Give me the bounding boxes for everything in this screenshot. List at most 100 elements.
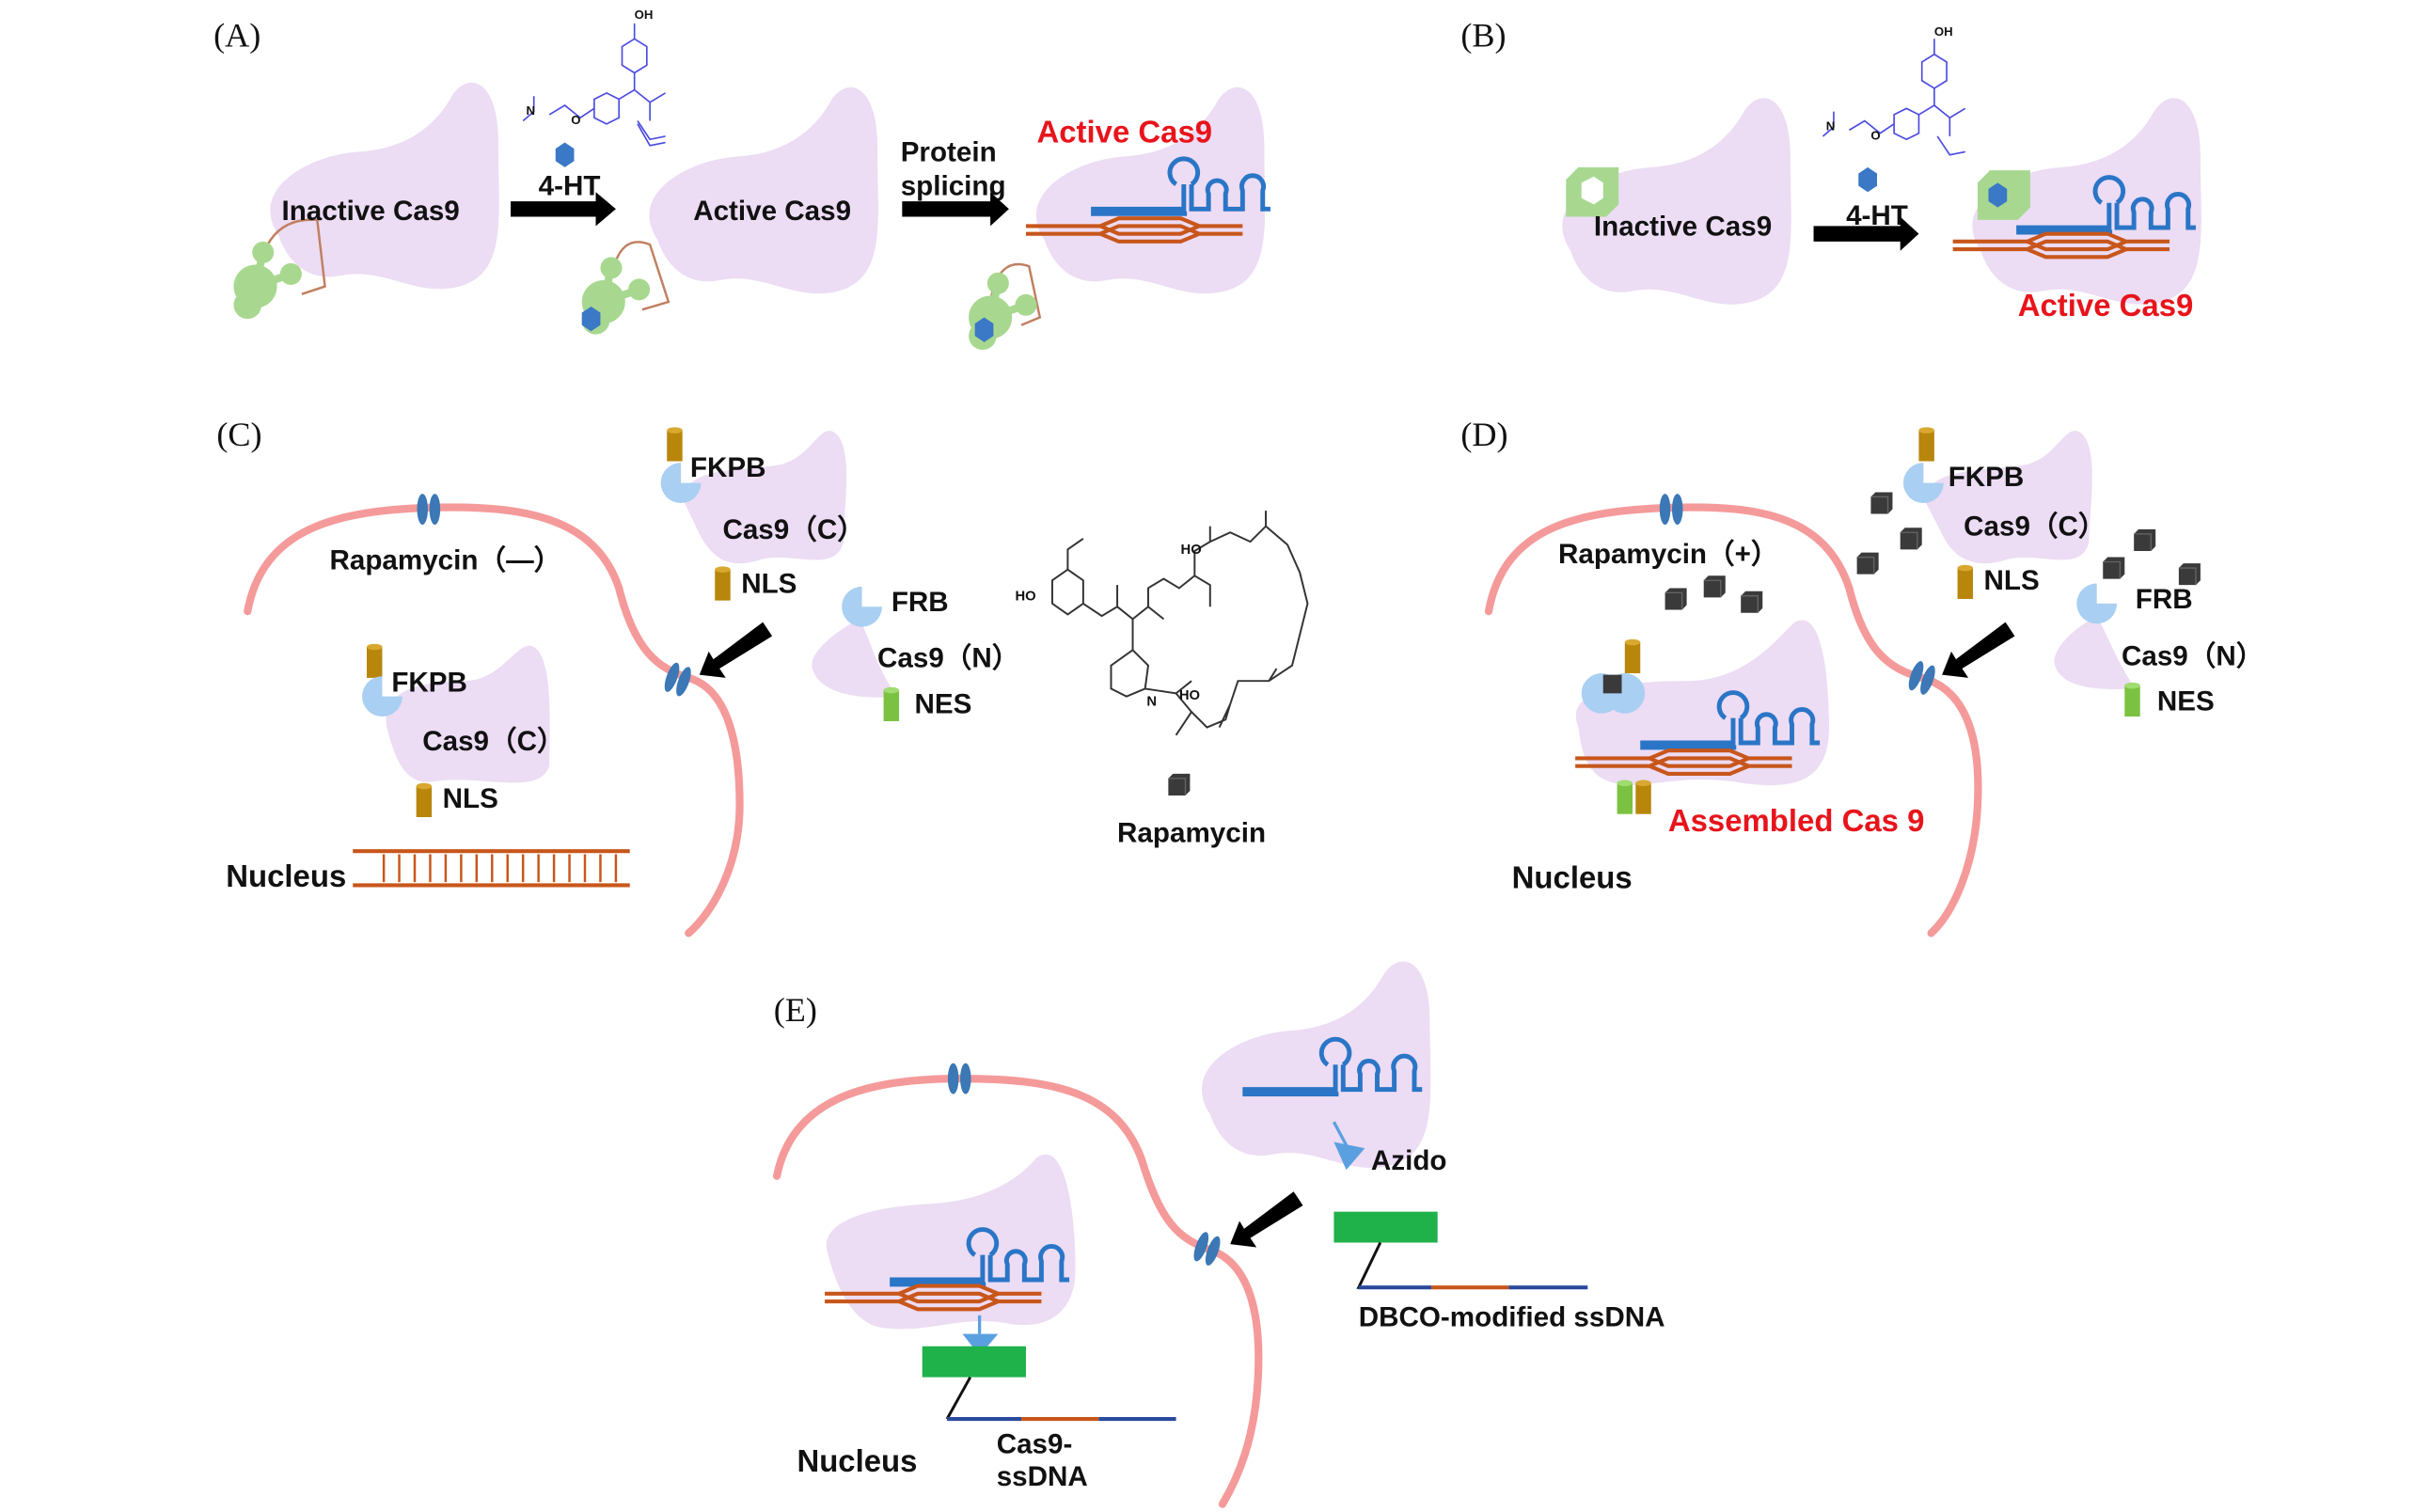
assembled-cas9-label: Assembled Cas 9 bbox=[1668, 803, 1925, 838]
nls-cylinder-icon bbox=[1635, 780, 1651, 814]
fkbp-frb-rapamycin-complex-icon bbox=[1581, 672, 1646, 714]
genomic-dna-ladder bbox=[353, 849, 630, 888]
ssdna-linker bbox=[1356, 1241, 1432, 1289]
cas9-inactive-body bbox=[270, 82, 499, 290]
frb-icon bbox=[842, 586, 882, 627]
molecule-o: O bbox=[571, 113, 580, 127]
cas9-nucleus-body bbox=[826, 1154, 1076, 1330]
nuclear-membrane bbox=[1484, 503, 1982, 937]
cas9c-inner-label: Cas9（C） bbox=[422, 726, 564, 757]
inducer-label: 4-HT bbox=[539, 171, 601, 202]
nls-cylinder-icon bbox=[1918, 427, 1934, 462]
molecule-n: N bbox=[526, 103, 535, 118]
4ht-molecule bbox=[1822, 39, 1966, 156]
cas9-active-body bbox=[649, 87, 878, 294]
assembled-cas9-body bbox=[1575, 620, 1829, 786]
dbco-tube-icon bbox=[922, 1346, 1026, 1378]
rapamycin-cube-icon bbox=[1703, 575, 1727, 598]
nls-cylinder-icon bbox=[667, 427, 683, 462]
nls-cylinder-icon bbox=[366, 643, 383, 678]
import-arrow-icon bbox=[1942, 622, 2015, 678]
cas9-n-body bbox=[2054, 616, 2136, 690]
rapamycin-cube-icon bbox=[1900, 527, 1923, 550]
nls-label: NLS bbox=[1984, 565, 2040, 596]
cas9-c-body bbox=[1921, 431, 2092, 564]
fkbp-icon bbox=[1902, 463, 1944, 503]
step-label-line1: Protein bbox=[901, 136, 997, 167]
mol-n: N bbox=[1146, 695, 1157, 710]
azido-triangle-icon bbox=[962, 1333, 999, 1356]
molecule-o: O bbox=[1870, 128, 1880, 142]
cas9-c-outer-body bbox=[681, 431, 847, 564]
nls-cylinder-icon bbox=[1957, 564, 1974, 599]
rapamycin-cube-icon bbox=[1870, 491, 1894, 515]
4ht-hexagon-icon bbox=[1858, 166, 1878, 193]
panel-e-label: (E) bbox=[774, 991, 817, 1029]
inactive-cas9-label: Inactive Cas9 bbox=[1594, 211, 1772, 242]
active-cas9-label: Active Cas9 bbox=[2018, 288, 2194, 323]
nes-cylinder-icon bbox=[883, 686, 900, 721]
import-arrow-icon bbox=[1230, 1191, 1303, 1248]
cas9c-outer-label: Cas9（C） bbox=[722, 514, 864, 545]
arrow-icon bbox=[1813, 216, 1919, 251]
mol-ho-2: HO bbox=[1181, 543, 1202, 558]
dbco-tube-icon bbox=[1333, 1211, 1438, 1243]
fkpb-inner-label: FKPB bbox=[391, 668, 467, 699]
mol-ho-3: HO bbox=[1179, 688, 1200, 703]
rapamycin-cube-icon bbox=[2133, 528, 2156, 552]
er-domain-cube-icon bbox=[1566, 166, 1619, 217]
panel-b-label: (B) bbox=[1460, 17, 1506, 55]
active-cas9-final-label: Active Cas9 bbox=[1036, 115, 1212, 150]
rapamycin-cube-icon bbox=[1167, 773, 1191, 796]
frb-label: FRB bbox=[891, 587, 949, 618]
cas9n-label: Cas9（N） bbox=[2122, 641, 2264, 672]
nes-label: NES bbox=[2157, 685, 2215, 717]
nuclear-membrane bbox=[772, 1074, 1263, 1508]
active-cas9-mid-label: Active Cas9 bbox=[693, 196, 851, 227]
ssdna-linker bbox=[945, 1376, 972, 1420]
4ht-molecule bbox=[522, 23, 666, 147]
nls-inner-label: NLS bbox=[443, 783, 498, 814]
nls-cylinder-icon bbox=[1624, 638, 1641, 673]
arrow-icon bbox=[511, 192, 616, 227]
rapamycin-cube-icon bbox=[1740, 591, 1763, 614]
cas9n-label: Cas9（N） bbox=[877, 642, 1019, 673]
import-arrow-icon bbox=[699, 622, 773, 678]
step-label-line2: splicing bbox=[901, 171, 1006, 202]
product-label-line1: Cas9- bbox=[997, 1428, 1073, 1459]
nls-cylinder-icon bbox=[416, 782, 433, 817]
azido-label: Azido bbox=[1371, 1145, 1447, 1176]
molecule-oh: OH bbox=[1934, 24, 1953, 39]
fkpb-label: FKPB bbox=[1949, 462, 2025, 493]
rapamycin-cube-icon bbox=[1855, 551, 1880, 575]
rapamycin-cube-icon bbox=[2178, 562, 2201, 586]
rapamycin-cube-icon bbox=[1664, 587, 1688, 611]
nes-label: NES bbox=[914, 689, 971, 720]
nucleus-label: Nucleus bbox=[1512, 860, 1633, 895]
panel-a-label: (A) bbox=[213, 17, 260, 55]
cas9-n-body bbox=[812, 619, 898, 698]
cas9-body bbox=[1201, 961, 1431, 1168]
rapamycin-state-label: Rapamycin（—） bbox=[329, 545, 561, 576]
product-label-line2: ssDNA bbox=[997, 1461, 1088, 1492]
panel-d-label: (D) bbox=[1460, 416, 1507, 453]
cas9-c-inner-body bbox=[386, 645, 550, 783]
azido-triangle-icon bbox=[1333, 1142, 1365, 1171]
inactive-cas9-label: Inactive Cas9 bbox=[281, 196, 459, 227]
dbco-ssdna-label: DBCO-modified ssDNA bbox=[1359, 1301, 1665, 1332]
nuclear-membrane bbox=[244, 503, 744, 937]
nls-outer-label: NLS bbox=[741, 568, 797, 599]
nucleus-label: Nucleus bbox=[226, 858, 346, 893]
nls-cylinder-icon bbox=[715, 566, 731, 601]
mol-ho-1: HO bbox=[1015, 590, 1035, 605]
frb-icon bbox=[2076, 583, 2118, 624]
rapamycin-molecule bbox=[1050, 511, 1309, 736]
nes-cylinder-icon bbox=[2124, 682, 2140, 717]
panel-c-label: (C) bbox=[216, 416, 261, 453]
nes-cylinder-icon bbox=[1617, 780, 1633, 814]
fkpb-outer-label: FKPB bbox=[690, 452, 766, 483]
4ht-hexagon-icon bbox=[555, 142, 575, 167]
cas9c-label: Cas9（C） bbox=[1964, 512, 2106, 543]
molecule-n: N bbox=[1826, 118, 1836, 133]
